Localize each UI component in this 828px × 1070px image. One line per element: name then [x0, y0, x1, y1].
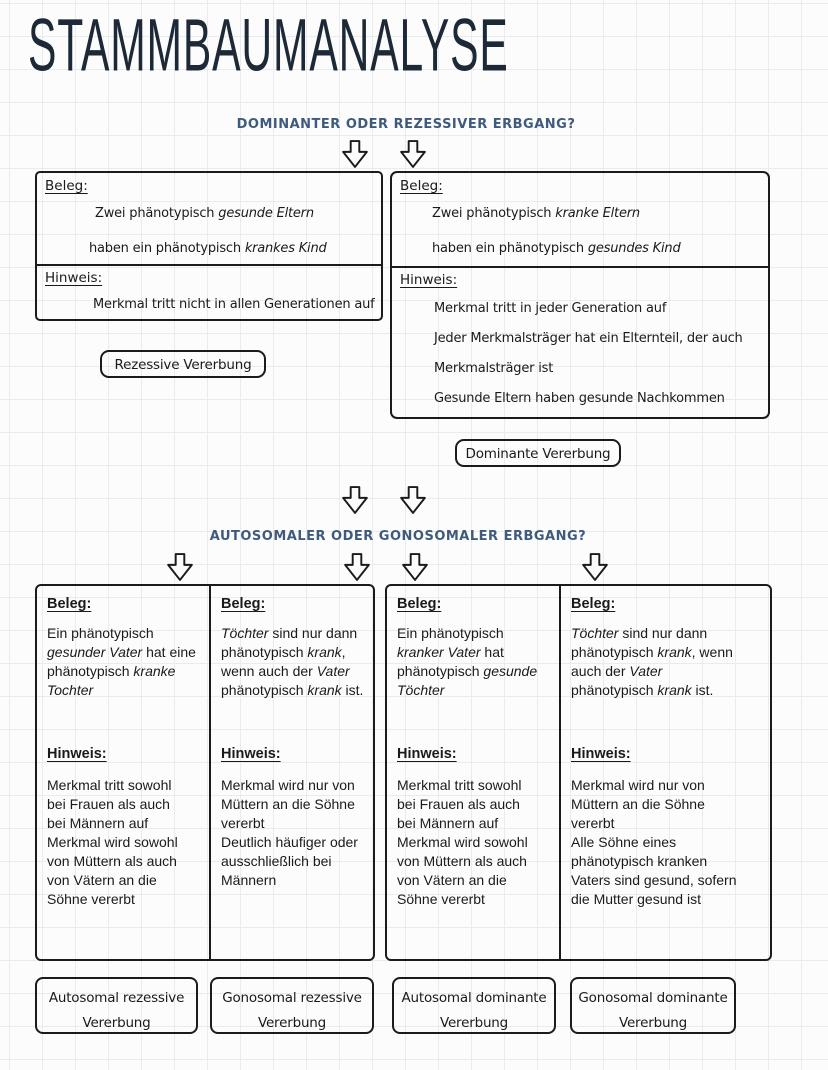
dominant-evidence-box: Beleg: Zwei phänotypisch kranke Eltern h…	[390, 171, 770, 419]
result-line: Gonosomal rezessive	[222, 990, 362, 1006]
result-line: Vererbung	[618, 1015, 688, 1031]
section-divider	[37, 264, 381, 266]
column-gonosomal-recessive: Beleg: Töchter sind nur dann phänotypisc…	[209, 586, 373, 959]
result-line: Gonosomal dominante	[578, 990, 728, 1006]
result-line: Autosomal dominante	[401, 990, 547, 1006]
question-heading-dominant-recessive: DOMINANTER ODER REZESSIVER ERBGANG?	[236, 117, 576, 132]
beleg-line: haben ein phänotypisch krankes Kind	[89, 241, 327, 256]
beleg-text: Ein phänotypisch gesunder Vater hat eine…	[47, 625, 196, 698]
beleg-label: Beleg:	[47, 596, 92, 612]
recessive-columns-box: Beleg: Ein phänotypisch gesunder Vater h…	[35, 584, 375, 961]
down-arrow-icon	[402, 553, 428, 581]
hinweis-line: Jeder Merkmalsträger hat ein Elternteil,…	[434, 331, 743, 346]
hinweis-label: Hinweis:	[571, 746, 631, 762]
hinweis-text: Merkmal tritt sowohl bei Frauen als auch…	[47, 777, 178, 907]
column-autosomal-dominant: Beleg: Ein phänotypisch kranker Vater ha…	[387, 586, 559, 959]
down-arrow-icon	[582, 553, 608, 581]
question-heading-autosomal-gonosomal: AUTOSOMALER ODER GONOSOMALER ERBGANG?	[209, 529, 587, 544]
result-line: Vererbung	[82, 1015, 151, 1031]
result-line: Vererbung	[257, 1015, 327, 1031]
result-box-gonosomal-recessive: Gonosomal rezessive Vererbung	[210, 977, 374, 1034]
section-divider	[392, 266, 768, 268]
hinweis-label: Hinweis:	[45, 270, 103, 286]
beleg-line: Zwei phänotypisch kranke Eltern	[432, 206, 640, 221]
hinweis-line: Merkmal tritt nicht in allen Generatione…	[93, 297, 375, 312]
beleg-label: Beleg:	[400, 178, 443, 194]
down-arrow-icon	[342, 140, 368, 168]
recessive-evidence-box: Beleg: Zwei phänotypisch gesunde Eltern …	[35, 171, 383, 321]
beleg-label: Beleg:	[221, 596, 266, 612]
beleg-text: Töchter sind nur dann phänotypisch krank…	[571, 625, 733, 698]
beleg-text: Töchter sind nur dann phänotypisch krank…	[221, 625, 364, 698]
hinweis-label: Hinweis:	[221, 746, 281, 762]
beleg-text: Ein phänotypisch kranker Vater hat phäno…	[397, 625, 538, 698]
down-arrow-icon	[344, 553, 370, 581]
dominant-columns-box: Beleg: Ein phänotypisch kranker Vater ha…	[385, 584, 772, 961]
down-arrow-icon	[400, 486, 426, 514]
hinweis-text: Merkmal tritt sowohl bei Frauen als auch…	[397, 777, 528, 907]
hinweis-text: Merkmal wird nur von Müttern an die Söhn…	[571, 777, 737, 907]
result-box-autosomal-dominant: Autosomal dominante Vererbung	[392, 977, 556, 1034]
hinweis-text: Merkmal wird nur von Müttern an die Söhn…	[221, 777, 358, 888]
column-gonosomal-dominant: Beleg: Töchter sind nur dann phänotypisc…	[559, 586, 770, 959]
dominant-result-box: Dominante Vererbung	[455, 439, 621, 467]
result-line: Vererbung	[439, 1015, 509, 1031]
beleg-line: Zwei phänotypisch gesunde Eltern	[95, 206, 314, 221]
hinweis-line: Merkmal tritt in jeder Generation auf	[434, 301, 667, 316]
result-line: Autosomal rezessive	[48, 990, 185, 1006]
down-arrow-icon	[342, 486, 368, 514]
result-box-autosomal-recessive: Autosomal rezessive Vererbung	[35, 977, 198, 1034]
beleg-label: Beleg:	[45, 178, 88, 194]
down-arrow-icon	[400, 140, 426, 168]
hinweis-label: Hinweis:	[397, 746, 457, 762]
hinweis-label: Hinweis:	[400, 272, 458, 288]
hinweis-line: Gesunde Eltern haben gesunde Nachkommen	[434, 391, 725, 406]
beleg-line: haben ein phänotypisch gesundes Kind	[432, 241, 681, 256]
down-arrow-icon	[167, 553, 193, 581]
page-title: STAMMBAUMANALYSE	[28, 5, 509, 88]
hinweis-label: Hinweis:	[47, 746, 107, 762]
beleg-label: Beleg:	[571, 596, 616, 612]
result-box-gonosomal-dominant: Gonosomal dominante Vererbung	[570, 977, 736, 1034]
hinweis-line: Merkmalsträger ist	[434, 361, 554, 376]
beleg-label: Beleg:	[397, 596, 442, 612]
column-autosomal-recessive: Beleg: Ein phänotypisch gesunder Vater h…	[37, 586, 209, 959]
recessive-result-box: Rezessive Vererbung	[100, 350, 266, 378]
